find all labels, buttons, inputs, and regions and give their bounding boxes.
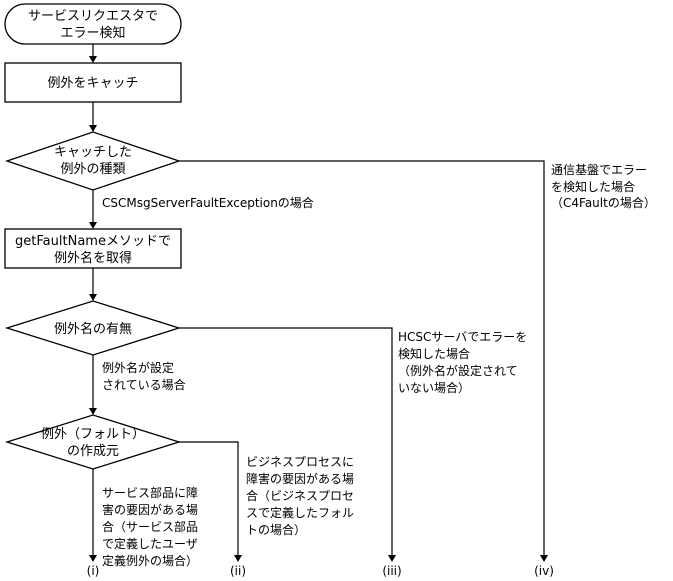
branch-set-line1: 例外名が設定 (102, 360, 174, 375)
start-text-line2: エラー検知 (60, 25, 125, 41)
branch-iv-line3: （C4Faultの場合） (551, 195, 656, 210)
branch-i-line1: サービス部品に障 (102, 485, 198, 500)
kind-text-line2: 例外の種類 (60, 161, 125, 177)
catch-exception-box (4, 62, 182, 103)
exception-kind-decision (4, 131, 182, 191)
branch-ii-line2: 障害の要因がある場 (246, 471, 354, 486)
branch-ii-line3: 合（ビジネスプロセ (246, 488, 354, 503)
kind-text-line1: キャッチした (54, 145, 132, 160)
origin-text-line2: の作成元 (67, 444, 119, 459)
arrowhead (89, 56, 97, 63)
connector-branch-ii (179, 441, 239, 556)
branch-i-line5: 定義例外の場合） (102, 553, 198, 568)
name-decision-text: 例外名の有無 (54, 321, 132, 337)
branch-iii-line1: HCSCサーバでエラーを (398, 330, 527, 344)
end-label-iii: (iii) (382, 564, 401, 578)
branch-i-line3: 合（サービス部品 (102, 519, 198, 534)
branch-csc-label: CSCMsgServerFaultExceptionの場合 (102, 195, 314, 210)
arrowhead (388, 555, 396, 562)
end-label-i: (i) (87, 564, 100, 578)
branch-iii-line3: （例外名が設定されて (398, 363, 518, 378)
getname-text-line2: 例外名を取得 (54, 250, 132, 266)
branch-i-line2: 害の要因がある場 (102, 502, 198, 517)
branch-iv-line1: 通信基盤でエラー (551, 163, 647, 177)
arrowhead (89, 222, 97, 229)
connector-branch-iv (179, 160, 545, 556)
catch-text: 例外をキャッチ (47, 76, 138, 91)
connector-branch-iii (179, 327, 393, 556)
arrowhead (89, 408, 97, 415)
branch-ii-line4: スで定義したフォル (246, 505, 354, 520)
branch-ii-line5: トの場合） (246, 522, 306, 537)
origin-text-line1: 例外（フォルト） (41, 427, 145, 442)
getname-text-line1: getFaultNameメソッドで (15, 234, 171, 249)
arrowhead (89, 294, 97, 301)
branch-i-line4: で定義したユーザ (102, 536, 198, 551)
branch-ii-line1: ビジネスプロセスに (246, 455, 354, 469)
arrowhead (89, 555, 97, 562)
arrowhead (89, 125, 97, 132)
branch-iv-line2: を検知した場合 (551, 179, 635, 194)
arrowhead (234, 555, 242, 562)
start-text-line1: サービスリクエスタで (28, 9, 158, 24)
arrowhead (540, 555, 548, 562)
branch-iii-line4: いない場合） (398, 380, 470, 395)
branch-iii-line2: 検知した場合 (398, 346, 470, 361)
fault-origin-decision (4, 414, 182, 470)
branch-set-line2: されている場合 (102, 377, 186, 392)
end-label-ii: (ii) (230, 564, 246, 578)
end-label-iv: (iv) (534, 564, 554, 578)
